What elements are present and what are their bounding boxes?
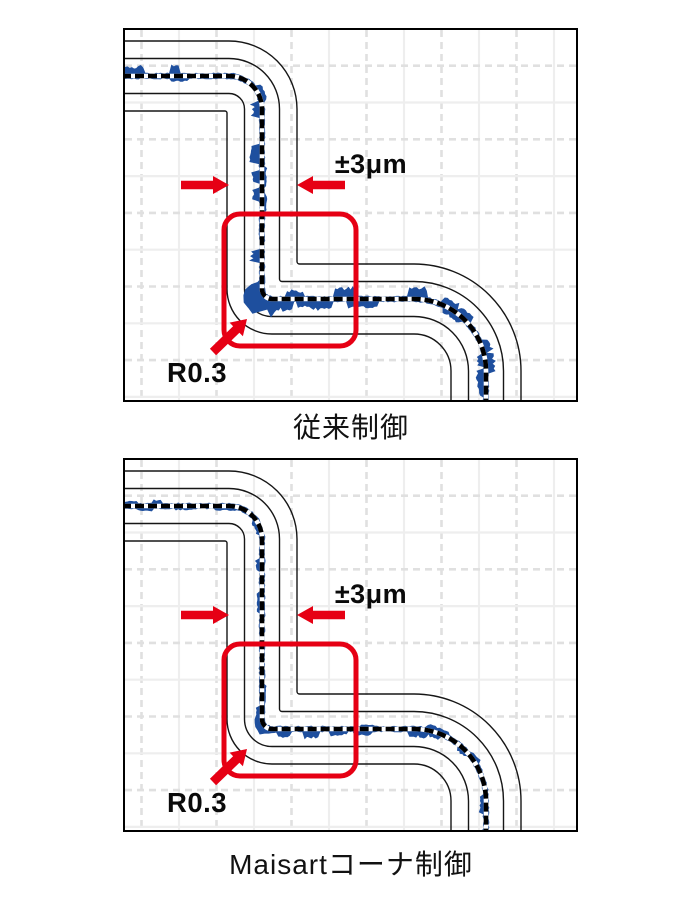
tolerance-line (125, 540, 452, 830)
caption-maisart: Maisartコーナ制御 (229, 849, 473, 880)
corner-highlight-box (221, 211, 359, 349)
tolerance-line (125, 487, 505, 830)
tolerance-arrow-left-icon (181, 176, 229, 194)
tolerance-arrow-right-icon (297, 606, 345, 624)
measured-trace (125, 499, 490, 830)
corner-radius-label: R0.3 (167, 787, 227, 818)
caption-conventional: 従来制御 (292, 412, 409, 443)
measured-trace (125, 64, 496, 400)
grid (125, 30, 576, 400)
tolerance-label: ±3μm (335, 579, 407, 609)
tolerance-line (125, 522, 470, 830)
tolerance-line (125, 92, 470, 400)
tolerance-lines (125, 470, 522, 830)
tolerance-line (125, 110, 452, 400)
tolerance-label: ±3μm (335, 149, 407, 179)
tolerance-lines (125, 40, 522, 400)
tolerance-line (125, 40, 522, 400)
corner-radius-arrow-icon (209, 749, 247, 786)
tolerance-line (125, 470, 522, 830)
corner-radius-label: R0.3 (167, 357, 227, 388)
tolerance-arrow-left-icon (181, 606, 229, 624)
tolerance-line (125, 57, 505, 400)
tolerance-arrow-right-icon (297, 176, 345, 194)
corner-radius-arrow-icon (209, 319, 247, 356)
nominal-path (125, 503, 489, 830)
nominal-path (125, 73, 489, 400)
corner-highlight-box (221, 641, 359, 779)
